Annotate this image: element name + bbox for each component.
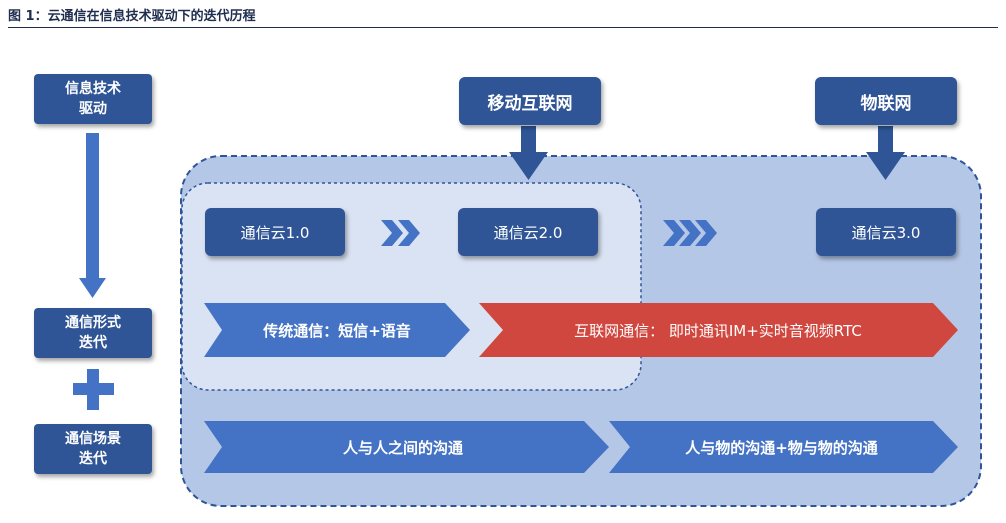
figure-caption: 图 1：云通信在信息技术驱动下的迭代历程 — [8, 9, 256, 24]
chevron-double-icon — [381, 220, 420, 246]
p2p-scene-band — [204, 421, 609, 473]
internet-form-band — [479, 303, 958, 357]
caption-divider — [8, 27, 998, 28]
p2t-scene-label: 人与物的沟通+物与物的沟通 — [685, 438, 878, 457]
driver-arrow-head — [79, 278, 106, 298]
iot-arrow-shaft — [878, 126, 893, 154]
form-iteration-box: 通信形式 迭代 — [34, 308, 152, 358]
iot-box: 物联网 — [815, 77, 957, 125]
mobile-internet-box: 移动互联网 — [459, 77, 601, 125]
cloud-1-box: 通信云1.0 — [205, 208, 345, 256]
traditional-form-label: 传统通信：短信+语音 — [263, 321, 411, 340]
iot-arrow-head — [866, 152, 905, 180]
cloud-2-box: 通信云2.0 — [458, 208, 598, 256]
internet-form-label: 互联网通信： 即时通讯IM+实时音视频RTC — [574, 321, 862, 340]
traditional-form-band — [204, 303, 470, 357]
scene-iteration-box: 通信场景 迭代 — [34, 424, 152, 474]
driver-arrow-shaft — [86, 133, 99, 280]
mobile-arrow-shaft — [521, 126, 536, 154]
p2t-scene-band — [609, 421, 958, 473]
plus-horizontal — [73, 383, 114, 395]
chevron-triple-icon — [663, 220, 717, 246]
cloud-3-box: 通信云3.0 — [816, 208, 956, 256]
p2p-scene-label: 人与人之间的沟通 — [342, 438, 463, 457]
mobile-arrow-head — [509, 152, 548, 180]
driver-box: 信息技术 驱动 — [34, 74, 152, 124]
